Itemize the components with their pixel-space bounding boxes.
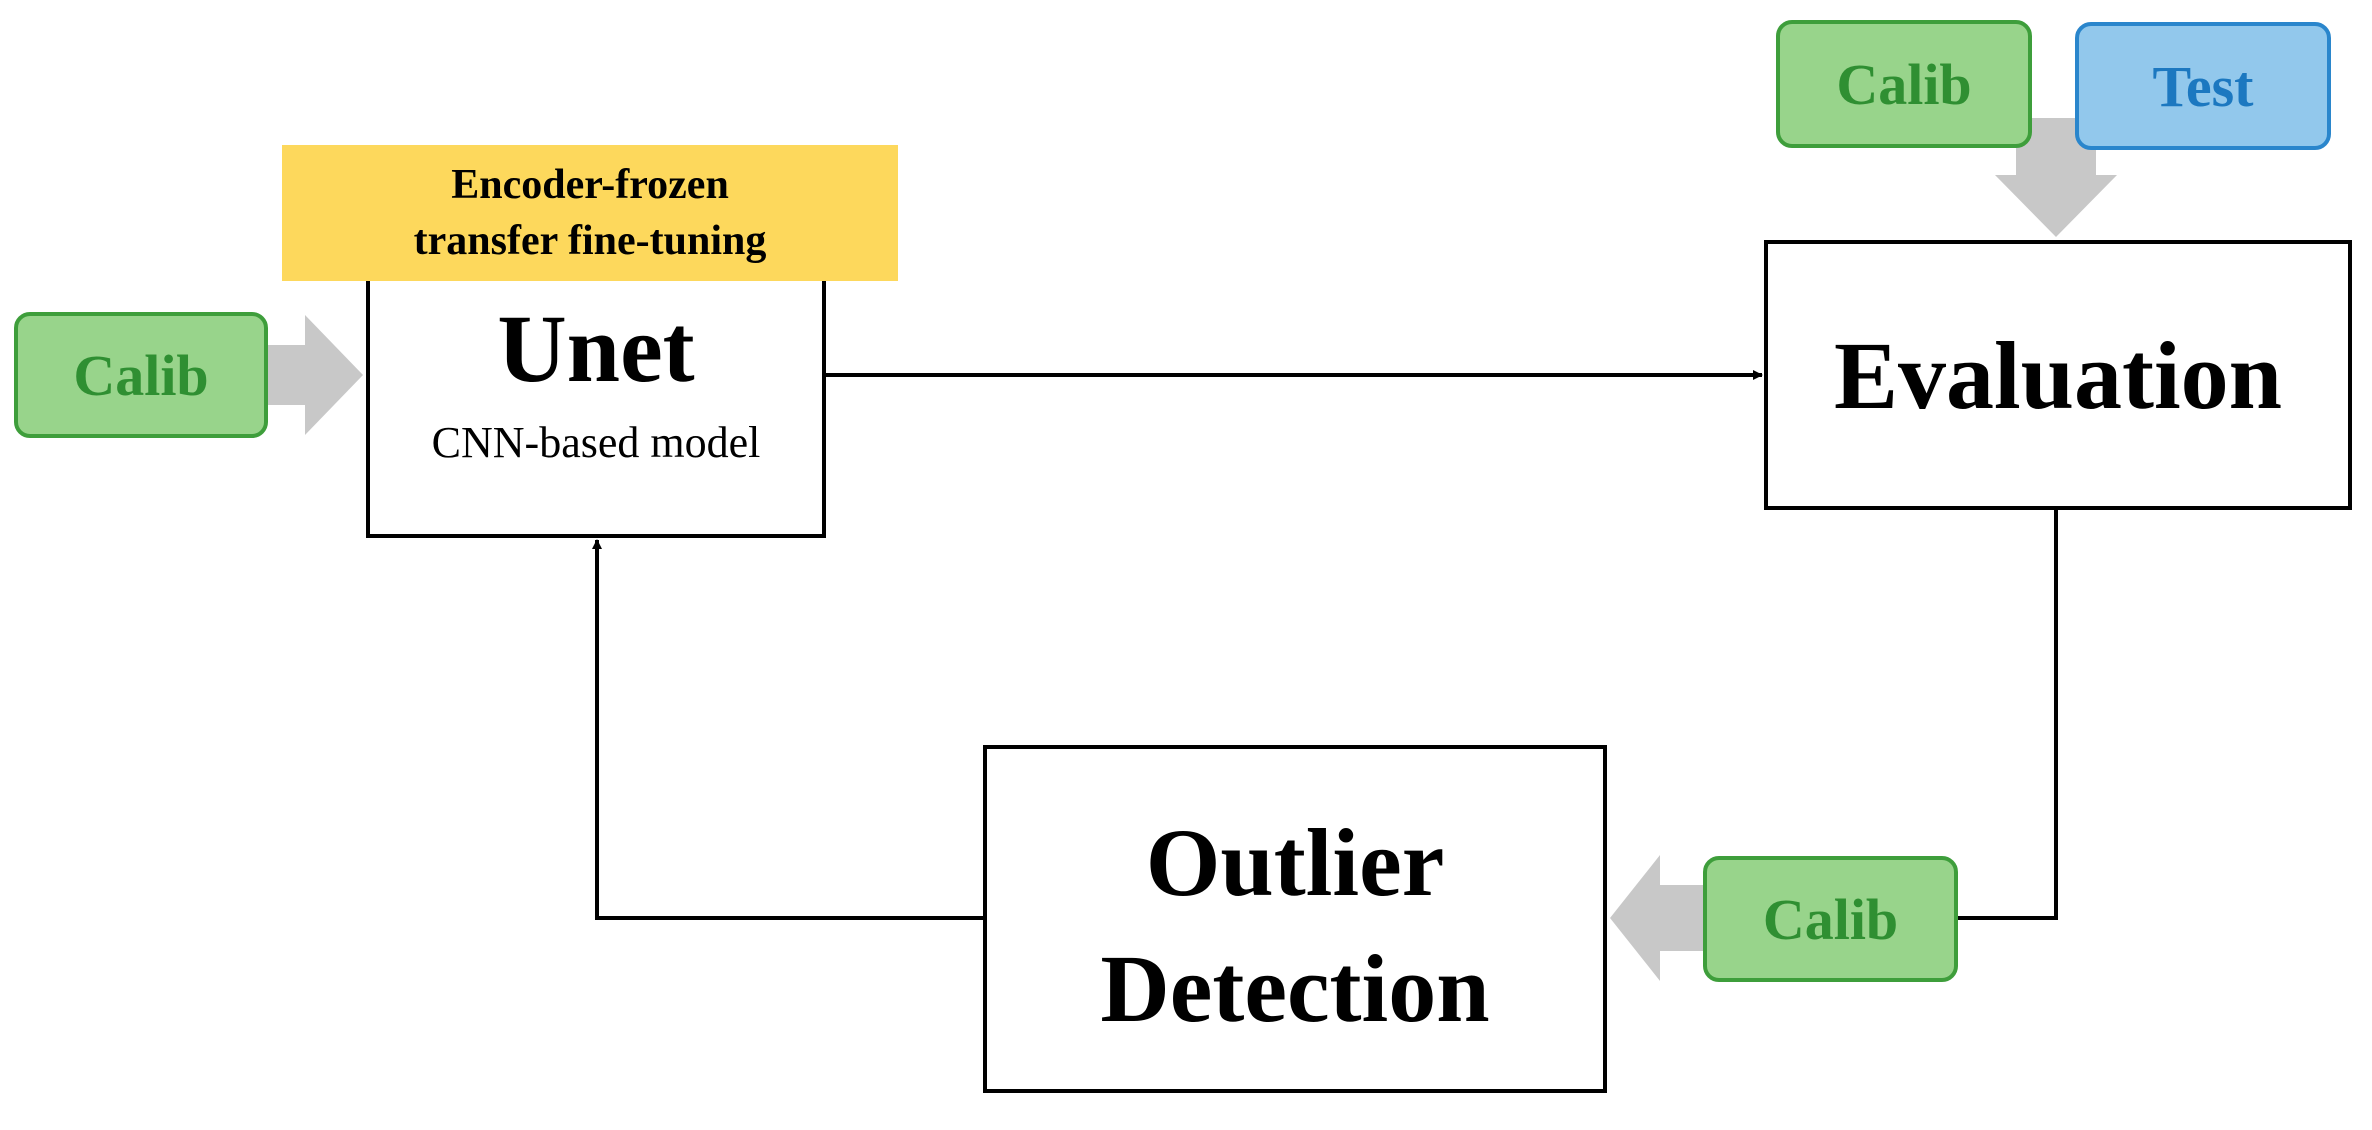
block-arrow-calib-to-outlier	[1610, 855, 1703, 981]
fine-tuning-banner: Encoder-frozen transfer fine-tuning	[282, 145, 898, 281]
test-tag-top: Test	[2075, 22, 2331, 150]
banner-line-2: transfer fine-tuning	[413, 218, 767, 264]
block-arrow-calib-to-unet	[268, 315, 363, 435]
outlier-detection-node: Outlier Detection	[983, 745, 1607, 1093]
banner-line-1: Encoder-frozen	[451, 162, 729, 208]
unet-node: Unet CNN-based model	[366, 268, 826, 538]
calib-tag-top: Calib	[1776, 20, 2032, 148]
evaluation-node: Evaluation	[1764, 240, 2352, 510]
unet-title: Unet	[497, 294, 695, 402]
evaluation-title: Evaluation	[1833, 321, 2283, 429]
connector-evaluation-to-calib	[1958, 510, 2058, 920]
calib-tag-bottom: Calib	[1703, 856, 1958, 982]
unet-subtitle: CNN-based model	[431, 417, 761, 467]
outlier-title-line-2: Detection	[1100, 934, 1490, 1042]
connector-outlier-to-unet	[592, 539, 983, 920]
calib-tag-left: Calib	[14, 312, 268, 438]
outlier-title-line-1: Outlier	[1145, 808, 1445, 916]
